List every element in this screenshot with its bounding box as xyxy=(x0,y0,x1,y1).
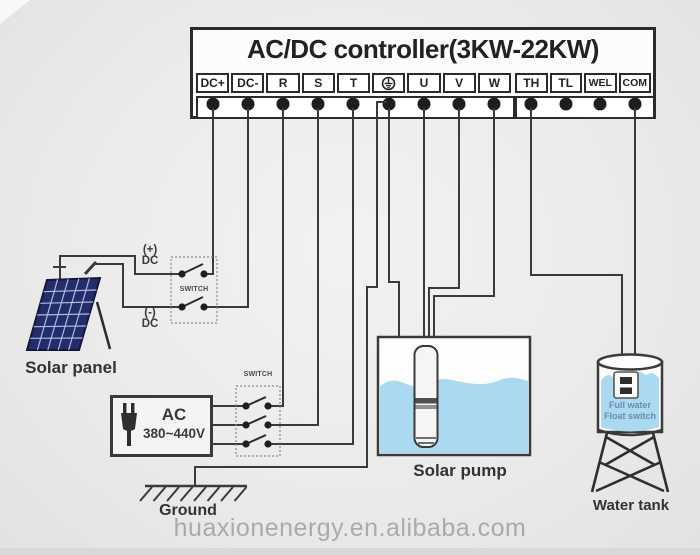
wire-v xyxy=(428,108,460,352)
dc-plus-text: DC xyxy=(141,255,159,267)
wire-th xyxy=(530,108,623,373)
ground-label: Ground xyxy=(159,502,217,519)
wire-switch-to-rst xyxy=(268,405,353,445)
float-switch-line1: Full water xyxy=(608,400,651,410)
dc-minus-text: DC xyxy=(141,318,159,330)
ac-switch-label: SWITCH xyxy=(243,371,273,378)
terminal-row-right: TH TL WEL COM xyxy=(515,73,651,93)
earth-ground-icon xyxy=(381,76,396,90)
water-tank-label: Water tank xyxy=(592,497,670,514)
terminal-dots xyxy=(206,97,642,111)
bottom-strip xyxy=(0,548,700,555)
ac-text: AC 380~440V xyxy=(139,405,209,441)
power-plug-icon xyxy=(121,403,137,446)
tank-tower xyxy=(590,432,670,493)
page-corner-fold xyxy=(0,0,30,24)
float-switch xyxy=(613,371,639,399)
pump-tank-water xyxy=(380,377,528,453)
terminal-s: S xyxy=(301,73,335,93)
pump-tank xyxy=(376,335,532,457)
dc-switch xyxy=(170,256,218,324)
wire-panel-minus xyxy=(95,263,182,308)
wire-earth-to-ground xyxy=(194,101,387,486)
float-switch-line2: Float switch xyxy=(603,410,656,421)
terminal-row-left: DC+ DC- R S T U V W xyxy=(196,73,511,93)
terminal-r: R xyxy=(266,73,300,93)
terminal-u: U xyxy=(407,73,441,93)
terminal-w: W xyxy=(477,73,511,93)
terminal-tl: TL xyxy=(549,73,582,93)
ground-symbol xyxy=(139,484,248,502)
dc-minus-sign: (-) xyxy=(144,307,156,319)
terminal-dc-plus: DC+ xyxy=(196,73,230,93)
wire-panel-plus xyxy=(59,255,182,280)
wire-earth-to-pump xyxy=(388,108,400,338)
terminal-wel: WEL xyxy=(584,73,617,93)
float-switch-label: Full water Float switch xyxy=(598,400,662,421)
submersible-pump xyxy=(413,345,439,448)
ac-supply-box: AC 380~440V xyxy=(110,395,213,457)
solar-panel xyxy=(25,276,112,351)
terminal-earth xyxy=(372,73,406,93)
solar-pump-label: Solar pump xyxy=(413,461,507,480)
panel-support-leg xyxy=(95,301,112,350)
ac-voltage: 380~440V xyxy=(143,426,205,441)
wire-dc-plus xyxy=(206,108,214,275)
terminal-dc-minus: DC- xyxy=(231,73,265,93)
dc-plus-label: (+) DC xyxy=(137,244,163,267)
dc-plus-sign: (+) xyxy=(142,244,158,256)
terminal-v: V xyxy=(442,73,476,93)
controller-box: AC/DC controller(3KW-22KW) DC+ DC- R S T… xyxy=(190,27,656,119)
wire-w xyxy=(433,108,495,352)
panel-minus-tab xyxy=(83,260,98,276)
solar-panel-label: Solar panel xyxy=(25,358,117,377)
dc-minus-label: (-) DC xyxy=(137,307,163,330)
terminal-t: T xyxy=(336,73,371,93)
terminal-th: TH xyxy=(515,73,548,93)
wires xyxy=(59,101,636,486)
controller-title: AC/DC controller(3KW-22KW) xyxy=(247,34,599,64)
wire-dc-minus xyxy=(206,108,249,308)
solar-panel-grid xyxy=(30,278,97,351)
ac-switch xyxy=(235,385,281,457)
dc-switch-label: SWITCH xyxy=(179,286,209,293)
watermark-text: huaxionenergy.en.alibaba.com xyxy=(173,514,527,542)
terminal-com: COM xyxy=(618,73,651,93)
wire-r xyxy=(270,108,284,407)
wire-ac-to-switch xyxy=(211,405,246,445)
terminal-dot-strip-right xyxy=(515,96,655,119)
ac-label: AC xyxy=(161,405,187,424)
water-tank xyxy=(590,353,670,493)
